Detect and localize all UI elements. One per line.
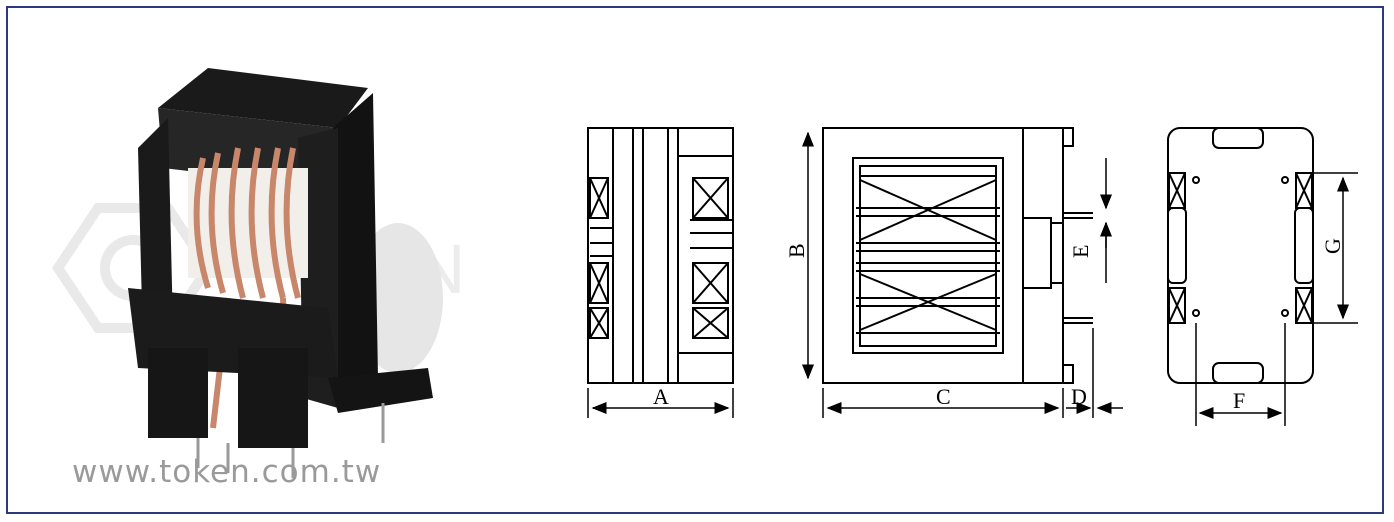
website-watermark: www.token.com.tw [72,454,382,490]
dimension-drawing: A [587,127,1358,426]
dim-label-a: A [653,384,669,409]
bottom-view [1167,127,1358,426]
front-view [802,127,1123,418]
transformer-photo: EN [51,68,465,478]
dim-label-c: C [936,384,951,409]
dim-label-e: E [1068,245,1093,258]
dim-label-b: B [784,243,809,258]
dim-label-f: F [1233,388,1245,413]
side-view [587,127,734,418]
dim-label-g: G [1320,238,1345,254]
dim-label-d: D [1071,384,1087,409]
figure-frame: EN [6,6,1384,514]
